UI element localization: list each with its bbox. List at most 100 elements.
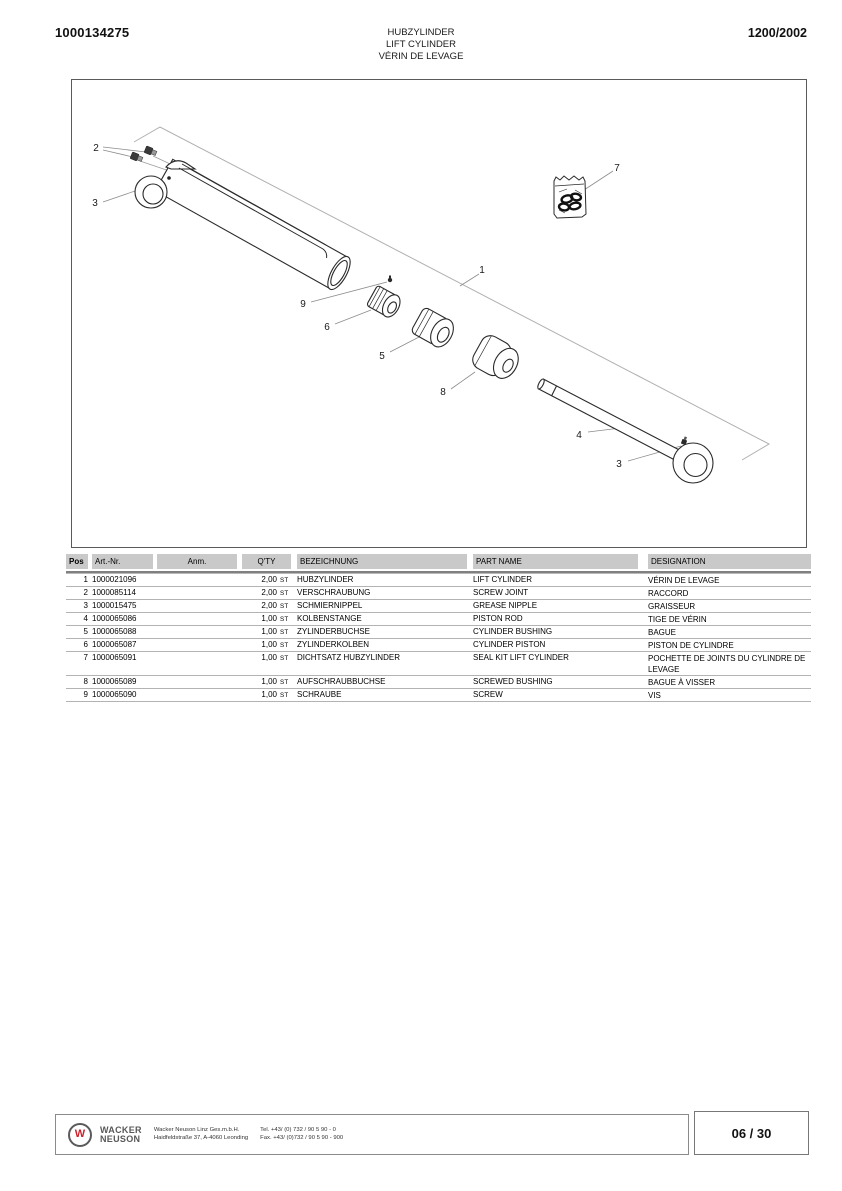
barrel-grease-port: [167, 176, 171, 180]
callout-3b: 3: [616, 459, 622, 470]
cell-part-name: SCREWED BUSHING: [473, 677, 553, 686]
cell-bezeichnung: KOLBENSTANGE: [297, 614, 362, 623]
wacker-neuson-logo-icon: W: [68, 1122, 92, 1147]
document-number: 1000134275: [55, 25, 130, 40]
piston-rod: [537, 378, 714, 484]
cell-designation: PISTON DE CYLINDRE: [648, 641, 734, 650]
qty-unit: ST: [280, 679, 289, 686]
document-date-code: 1200/2002: [747, 26, 807, 40]
column-header-qty: Q'TY: [242, 554, 291, 569]
company-contact: Tel. +43/ (0) 732 / 90 5 90 - 0 Fax. +43…: [260, 1127, 343, 1142]
qty-value: 1,00: [261, 627, 277, 636]
cell-art-nr: 1000065091: [92, 653, 137, 662]
qty-unit: ST: [280, 629, 289, 636]
cell-art-nr: 1000065086: [92, 614, 137, 623]
header-rule: [66, 571, 811, 574]
screw: [387, 275, 393, 283]
cell-part-name: LIFT CYLINDER: [473, 575, 532, 584]
page-indicator: 06 / 30: [731, 1125, 772, 1141]
cell-pos: 2: [83, 588, 88, 597]
screwed-bushing: [366, 285, 401, 318]
cell-bezeichnung: HUBZYLINDER: [297, 575, 354, 584]
column-header-art-nr: Art.-Nr.: [92, 554, 153, 569]
qty-value: 2,00: [261, 601, 277, 610]
callout-5: 5: [379, 351, 385, 362]
parts-table-header: Pos Art.-Nr. Anm. Q'TY BEZEICHNUNG PART …: [66, 554, 811, 570]
company-fax: Fax. +43/ (0)732 / 90 5 90 - 900: [260, 1134, 344, 1141]
callout-1: 1: [479, 265, 485, 276]
brand-name: WACKER NEUSON: [100, 1124, 142, 1144]
grease-nipples: [130, 145, 158, 162]
cell-pos: 9: [83, 690, 88, 699]
qty-unit: ST: [280, 577, 289, 584]
callout-9: 9: [300, 299, 306, 310]
column-header-designation: DESIGNATION: [648, 554, 811, 569]
exploded-view-diagram: 2 3 9 6 5 8 1 7 4 3: [71, 79, 807, 548]
cell-art-nr: 1000085114: [92, 588, 136, 597]
qty-value: 2,00: [261, 575, 277, 584]
parts-table: Pos Art.-Nr. Anm. Q'TY BEZEICHNUNG PART …: [66, 554, 811, 702]
column-header-bezeichnung: BEZEICHNUNG: [297, 554, 467, 569]
cell-designation: BAGUE À VISSER: [648, 678, 716, 687]
qty-unit: ST: [280, 655, 289, 662]
callout-6: 6: [324, 322, 330, 333]
cell-bezeichnung: VERSCHRAUBUNG: [297, 588, 371, 597]
cell-art-nr: 1000015475: [92, 601, 137, 610]
cell-designation: GRAISSEUR: [648, 602, 696, 611]
company-tel: Tel. +43/ (0) 732 / 90 5 90 - 0: [260, 1127, 336, 1133]
qty-value: 1,00: [261, 690, 277, 699]
column-header-part-name: PART NAME: [473, 554, 638, 569]
lift-cylinder-drawing: 2 3 9 6 5 8 1 7 4 3: [92, 126, 771, 484]
cell-pos: 8: [83, 677, 88, 686]
cylinder-barrel: [134, 158, 351, 291]
cell-part-name: GREASE NIPPLE: [473, 601, 538, 610]
qty-value: 1,00: [261, 640, 277, 649]
cell-art-nr: 1000065088: [92, 627, 137, 636]
cell-part-name: CYLINDER BUSHING: [473, 627, 553, 636]
seal-kit-bag: [553, 175, 587, 219]
qty-unit: ST: [280, 603, 289, 610]
cell-art-nr: 1000065087: [92, 640, 137, 649]
company-name: Wacker Neuson Linz Ges.m.b.H.: [153, 1127, 240, 1133]
brand-line1: WACKER: [100, 1124, 142, 1135]
cell-designation: RACCORD: [648, 589, 689, 598]
cylinder-piston: [472, 335, 519, 379]
cell-art-nr: 1000065089: [92, 677, 137, 686]
cell-bezeichnung: SCHMIERNIPPEL: [297, 601, 363, 610]
seal-rings: [557, 192, 583, 212]
column-header-anm: Anm.: [157, 554, 237, 569]
reference-plane-line: [133, 126, 771, 461]
cylinder-bushing: [411, 307, 454, 348]
cell-bezeichnung: DICHTSATZ HUBZYLINDER: [297, 653, 400, 662]
cell-bezeichnung: ZYLINDERBUCHSE: [297, 627, 370, 636]
cell-bezeichnung: SCHRAUBE: [297, 690, 342, 699]
title-french: VÉRIN DE LEVAGE: [378, 51, 464, 62]
page-title: HUBZYLINDER LIFT CYLINDER VÉRIN DE LEVAG…: [0, 27, 842, 63]
cell-art-nr: 1000021096: [92, 575, 137, 584]
column-header-pos: Pos: [66, 554, 88, 569]
title-german: HUBZYLINDER: [387, 27, 455, 38]
cell-part-name: PISTON ROD: [473, 614, 523, 623]
rod-grease-nipple: [681, 436, 688, 445]
cell-part-name: SCREW: [473, 690, 503, 699]
cell-part-name: SCREW JOINT: [473, 588, 529, 597]
callout-2: 2: [93, 143, 99, 154]
cell-pos: 7: [83, 653, 88, 662]
cell-pos: 6: [83, 640, 88, 649]
footer-company-box: W WACKER NEUSON Wacker Neuson Linz Ges.m…: [55, 1114, 689, 1155]
callout-labels: 2 3 9 6 5 8 1 7 4 3: [92, 143, 622, 470]
cell-bezeichnung: ZYLINDERKOLBEN: [297, 640, 370, 649]
